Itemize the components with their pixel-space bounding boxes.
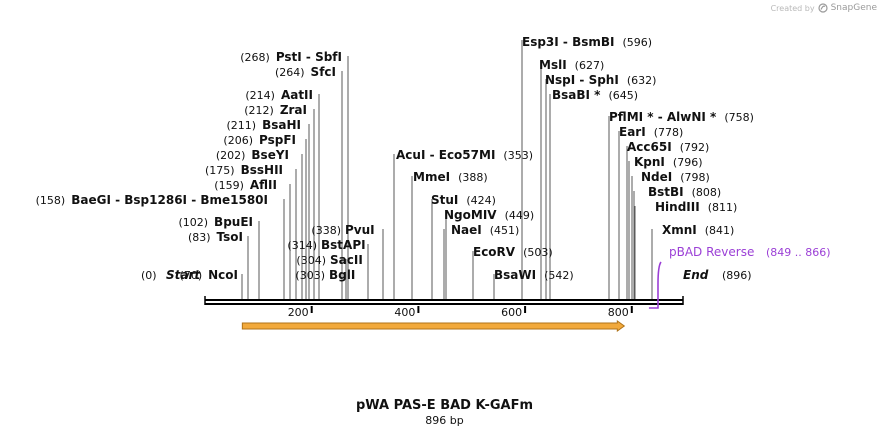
site-position-sacii: (304): [296, 254, 326, 267]
ruler-tick-label-200: 200: [288, 306, 309, 319]
site-name-kpni[interactable]: KpnI: [634, 155, 665, 169]
site-name-bstapi[interactable]: BstAPI: [321, 238, 366, 252]
site-position-hindiii: (811): [708, 201, 738, 214]
map-title-block: pWA PAS-E BAD K-GAFm 896 bp: [0, 398, 889, 427]
site-leader-lines: [241, 40, 653, 300]
site-position-eari: (778): [654, 126, 684, 139]
snapgene-credit: Created by SnapGene: [771, 3, 877, 13]
site-name-pspfi[interactable]: PspFI: [259, 133, 296, 147]
site-name-mmei[interactable]: MmeI: [413, 170, 450, 184]
site-name-bseyi[interactable]: BseYI: [251, 148, 289, 162]
site-name-bstbi[interactable]: BstBI: [648, 185, 684, 199]
site-name-bsshii[interactable]: BssHII: [241, 163, 283, 177]
site-name-bsabi-[interactable]: BsaBI *: [552, 88, 601, 102]
site-position-sfci: (264): [275, 66, 305, 79]
site-position-msli: (627): [575, 59, 605, 72]
primer-range: (849 .. 866): [766, 246, 831, 259]
start-position: (0): [141, 269, 157, 282]
plasmid-linear-map: NcoI (70) TsoI (83)BpuEI (102) BaeGI - Bsp128…: [36, 35, 831, 332]
site-position-bstbi: (808): [692, 186, 722, 199]
site-name-bsahi[interactable]: BsaHI: [262, 118, 301, 132]
site-position-naei: (451): [490, 224, 520, 237]
site-position-tsoi: (83): [188, 231, 211, 244]
site-name-baegi-bsp1286i-bme1580i[interactable]: BaeGI - Bsp1286I - Bme1580I: [71, 193, 268, 207]
site-name-naei[interactable]: NaeI: [451, 223, 482, 237]
ruler-tick-label-600: 600: [501, 306, 522, 319]
site-position-kpni: (796): [673, 156, 703, 169]
ruler-ticks: 200 400 600 800: [288, 306, 633, 319]
start-label: Start: [166, 268, 201, 282]
site-name-aatii[interactable]: AatII: [281, 88, 313, 102]
site-position-aflii: (159): [214, 179, 244, 192]
site-position-bseyi: (202): [216, 149, 246, 162]
map-length: 896 bp: [425, 414, 464, 427]
site-position-pspfi: (206): [223, 134, 253, 147]
site-position-baegi-bsp1286i-bme1580i: (158): [36, 194, 66, 207]
site-name-bsawi[interactable]: BsaWI: [494, 268, 536, 282]
site-name-pvui[interactable]: PvuI: [345, 223, 375, 237]
site-position-aatii: (214): [245, 89, 275, 102]
site-name-ncoi[interactable]: NcoI: [208, 268, 238, 282]
end-label: End: [683, 268, 709, 282]
credit-prefix: Created by: [770, 3, 815, 13]
site-position-ecorv: (503): [523, 246, 553, 259]
site-position-bsahi: (211): [227, 119, 257, 132]
site-position-psti-sbfi: (268): [240, 51, 270, 64]
site-name-zrai[interactable]: ZraI: [280, 103, 307, 117]
site-name-bgli[interactable]: BglI: [329, 268, 355, 282]
feature-arrow[interactable]: [241, 320, 626, 332]
site-position-mmei: (388): [458, 171, 488, 184]
site-name-tsoi[interactable]: TsoI: [217, 230, 243, 244]
ruler-tick-label-800: 800: [608, 306, 629, 319]
site-position-pflmi-alwni-: (758): [724, 111, 754, 124]
site-name-hindiii[interactable]: HindIII: [655, 200, 700, 214]
ruler-tick-label-400: 400: [394, 306, 415, 319]
site-name-xmni[interactable]: XmnI: [662, 223, 697, 237]
primer-arrow[interactable]: [648, 261, 662, 309]
site-position-bstapi: (314): [287, 239, 317, 252]
primer-name: pBAD Reverse: [669, 245, 754, 259]
site-name-bpuei[interactable]: BpuEI: [214, 215, 253, 229]
site-position-bsshii: (175): [205, 164, 235, 177]
end-position: (896): [722, 269, 752, 282]
site-name-psti-sbfi[interactable]: PstI - SbfI: [276, 50, 342, 64]
site-name-acc65i[interactable]: Acc65I: [627, 140, 672, 154]
site-name-pflmi-alwni-[interactable]: PflMI * - AlwNI *: [609, 110, 717, 124]
site-name-sacii[interactable]: SacII: [330, 253, 363, 267]
site-name-esp3i-bsmbi[interactable]: Esp3I - BsmBI: [522, 35, 614, 49]
site-name-aflii[interactable]: AflII: [250, 178, 277, 192]
site-position-nspi-sphi: (632): [627, 74, 657, 87]
site-position-xmni: (841): [705, 224, 735, 237]
site-name-acui-eco57mi[interactable]: AcuI - Eco57MI: [396, 148, 495, 162]
site-name-sfci[interactable]: SfcI: [311, 65, 336, 79]
site-position-pvui: (338): [311, 224, 341, 237]
site-name-ecorv[interactable]: EcoRV: [473, 245, 516, 259]
site-name-msli[interactable]: MslI: [539, 58, 567, 72]
site-name-ngomiv[interactable]: NgoMIV: [444, 208, 497, 222]
site-name-nspi-sphi[interactable]: NspI - SphI: [545, 73, 619, 87]
site-name-stui[interactable]: StuI: [431, 193, 458, 207]
site-position-bgli: (303): [295, 269, 325, 282]
site-position-bsabi-: (645): [608, 89, 638, 102]
site-position-bpuei: (102): [178, 216, 208, 229]
site-labels: NcoI (70) TsoI (83)BpuEI (102) BaeGI - Bsp128…: [36, 35, 754, 282]
snapgene-logo-icon: [817, 3, 828, 13]
site-name-ndei[interactable]: NdeI: [641, 170, 672, 184]
site-position-ndei: (798): [680, 171, 710, 184]
map-title: pWA PAS-E BAD K-GAFm: [356, 398, 533, 413]
site-position-esp3i-bsmbi: (596): [622, 36, 652, 49]
site-position-stui: (424): [466, 194, 496, 207]
site-position-acc65i: (792): [680, 141, 710, 154]
site-position-ncoi: (70): [180, 269, 203, 282]
site-position-zrai: (212): [244, 104, 274, 117]
site-position-bsawi: (542): [544, 269, 574, 282]
site-position-ngomiv: (449): [505, 209, 535, 222]
site-position-acui-eco57mi: (353): [503, 149, 533, 162]
credit-brand: SnapGene: [830, 3, 877, 13]
site-name-eari[interactable]: EarI: [619, 125, 646, 139]
